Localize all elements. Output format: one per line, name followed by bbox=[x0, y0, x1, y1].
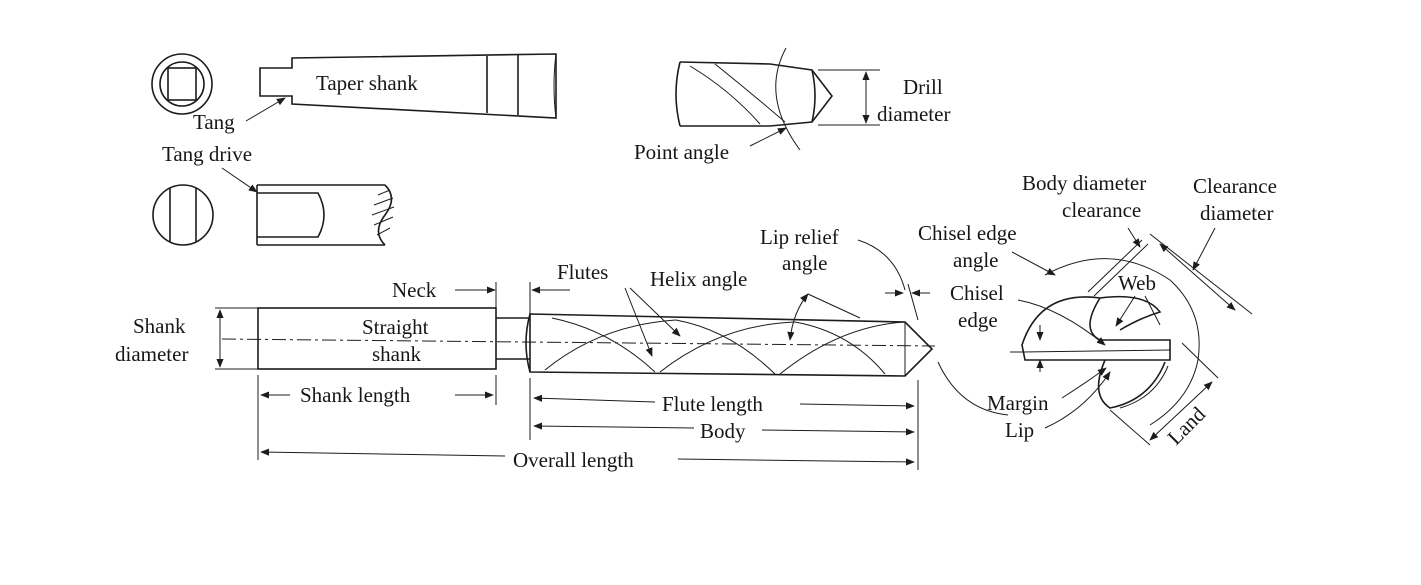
land-label: Land bbox=[1163, 402, 1211, 450]
shank-length-label: Shank length bbox=[300, 383, 411, 407]
straight-shank-label-1: Straight bbox=[362, 315, 429, 339]
tang-drive-end-view bbox=[152, 184, 214, 246]
overall-length-label: Overall length bbox=[513, 448, 634, 472]
chisel-edge-angle-label-2: angle bbox=[953, 248, 998, 272]
taper-shank-label: Taper shank bbox=[316, 71, 418, 95]
point-angle-leader bbox=[749, 127, 787, 147]
tang-drive-side-view bbox=[256, 184, 395, 246]
chisel-edge-label-2: edge bbox=[958, 308, 998, 332]
neck-label: Neck bbox=[392, 278, 437, 302]
fluted-body bbox=[525, 313, 934, 377]
flutes-leader-1 bbox=[624, 287, 653, 357]
drill-diameter-label-1: Drill bbox=[903, 75, 943, 99]
tang-drive-leader bbox=[221, 167, 258, 193]
neck bbox=[496, 317, 530, 360]
body-diameter-clearance-label-1: Body diameter bbox=[1022, 171, 1146, 195]
lip-relief-leader bbox=[857, 239, 906, 291]
clearance-diameter-label-2: diameter bbox=[1200, 201, 1273, 225]
straight-shank bbox=[257, 307, 497, 370]
tang-leader bbox=[245, 97, 286, 122]
margin-label: Margin bbox=[987, 391, 1049, 415]
clearance-diameter-label-1: Clearance bbox=[1193, 174, 1277, 198]
body-diameter-clearance-label-2: clearance bbox=[1062, 198, 1141, 222]
helix-angle-arc bbox=[787, 293, 809, 341]
lip-relief-label-2: angle bbox=[782, 251, 827, 275]
flutes-leader-2 bbox=[629, 287, 681, 337]
body-label: Body bbox=[700, 419, 746, 443]
taper-shank-end-view bbox=[151, 53, 213, 115]
lip-relief-label-1: Lip relief bbox=[760, 225, 839, 249]
flute-length-label: Flute length bbox=[662, 392, 763, 416]
drill-axis-centerline bbox=[221, 338, 936, 347]
drill-diameter-label-2: diameter bbox=[877, 102, 950, 126]
straight-shank-label-2: shank bbox=[372, 342, 421, 366]
web-label: Web bbox=[1118, 271, 1156, 295]
clearance-diameter-dimension bbox=[1159, 243, 1236, 311]
shank-diameter-label-1: Shank bbox=[133, 314, 186, 338]
taper-shank-side-view bbox=[259, 53, 557, 119]
chisel-edge-label-1: Chisel bbox=[950, 281, 1004, 305]
drill-end-view bbox=[1021, 239, 1200, 426]
lip-label: Lip bbox=[1005, 418, 1034, 442]
tang-drive-label: Tang drive bbox=[162, 142, 252, 166]
helix-angle-ref-line bbox=[807, 293, 861, 319]
shank-diameter-label-2: diameter bbox=[115, 342, 188, 366]
drill-point-view bbox=[675, 47, 880, 151]
land-dimension bbox=[1149, 381, 1213, 441]
chisel-edge-angle-label-1: Chisel edge bbox=[918, 221, 1017, 245]
point-angle-label: Point angle bbox=[634, 140, 729, 164]
flutes-label: Flutes bbox=[557, 260, 608, 284]
tang-label: Tang bbox=[193, 110, 235, 134]
helix-angle-label: Helix angle bbox=[650, 267, 747, 291]
